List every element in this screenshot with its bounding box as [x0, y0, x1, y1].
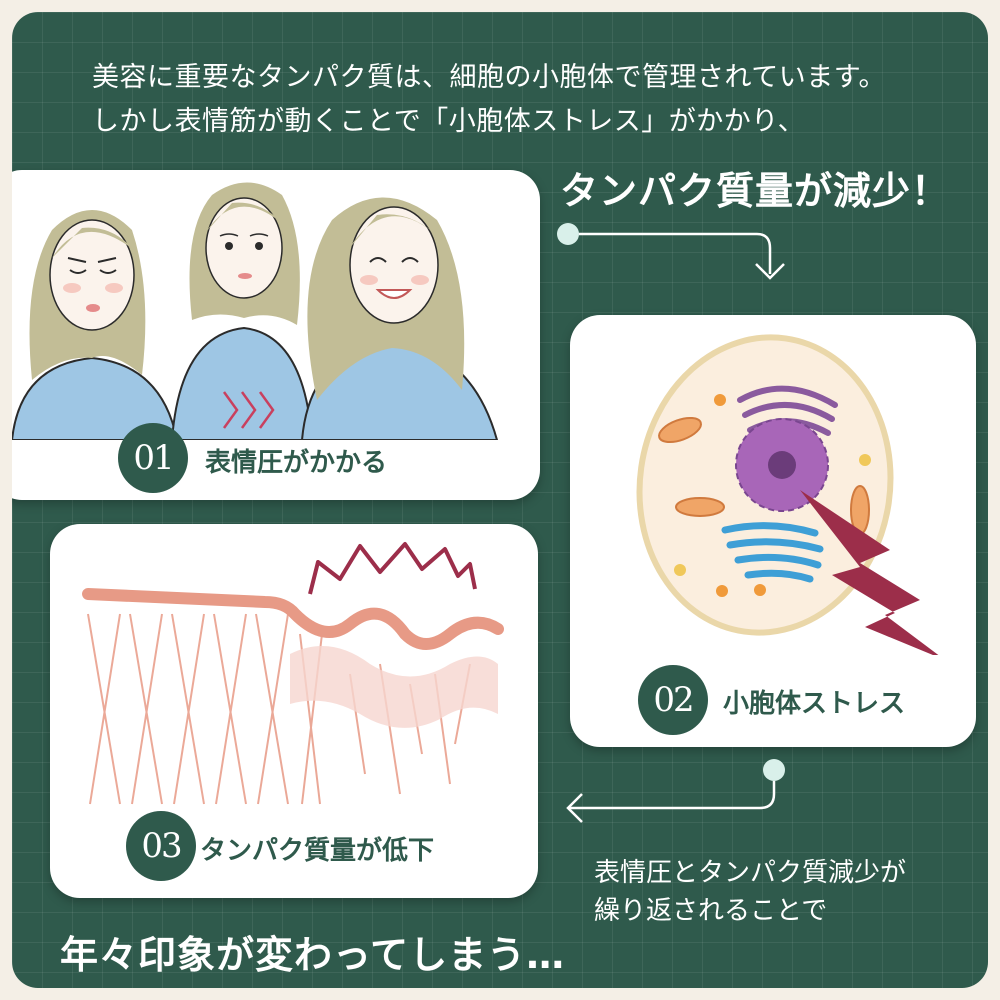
- step-3-card: 03 タンパク質量が低下: [50, 524, 538, 898]
- cycle-note-line-1: 表情圧とタンパク質減少が: [594, 858, 907, 888]
- intro-text: 美容に重要なタンパク質は、細胞の小胞体で管理されています。 しかし表情筋が動くこ…: [92, 56, 886, 144]
- triple-chevron-arrow-icon: [222, 391, 275, 429]
- stress-lightning-bolt-icon: [800, 490, 939, 655]
- step-2-number-badge: 02: [638, 665, 708, 735]
- headline: タンパク質量が減少！: [560, 169, 951, 213]
- intro-line-2: しかし表情筋が動くことで「小胞体ストレス」がかかり、: [92, 106, 806, 137]
- cell-illustration: [636, 334, 939, 655]
- step-2-card: 02 小胞体ストレス: [570, 315, 976, 747]
- conclusion-text: 年々印象が変わってしまう…: [60, 933, 566, 977]
- woman-smiling-figure: [300, 197, 499, 440]
- chalkboard-background: 美容に重要なタンパク質は、細胞の小胞体で管理されています。 しかし表情筋が動くこ…: [12, 12, 988, 988]
- cycle-note: 表情圧とタンパク質減少が 繰り返されることで: [594, 854, 906, 930]
- woman-neutral-figure: [170, 182, 314, 440]
- step-1-card: 01 表情圧がかかる: [12, 170, 540, 500]
- skin-surface-line: [82, 588, 504, 650]
- woman-wincing-figure: [12, 210, 179, 440]
- step-1-number-badge: 01: [118, 423, 188, 493]
- step-3-number-badge: 03: [126, 811, 196, 881]
- endoplasmic-reticulum: [721, 522, 824, 583]
- stress-zigzag-icon: [308, 542, 477, 595]
- cycle-note-line-2: 繰り返されることで: [594, 896, 828, 926]
- step-2-label: 小胞体ストレス: [723, 689, 906, 719]
- intro-line-1: 美容に重要なタンパク質は、細胞の小胞体で管理されています。: [92, 62, 886, 93]
- facial-expression-illustration: [12, 182, 499, 440]
- step-1-label: 表情圧がかかる: [205, 448, 388, 478]
- step-3-label: タンパク質量が低下: [200, 836, 435, 866]
- skin-fiber-illustration: [82, 542, 504, 805]
